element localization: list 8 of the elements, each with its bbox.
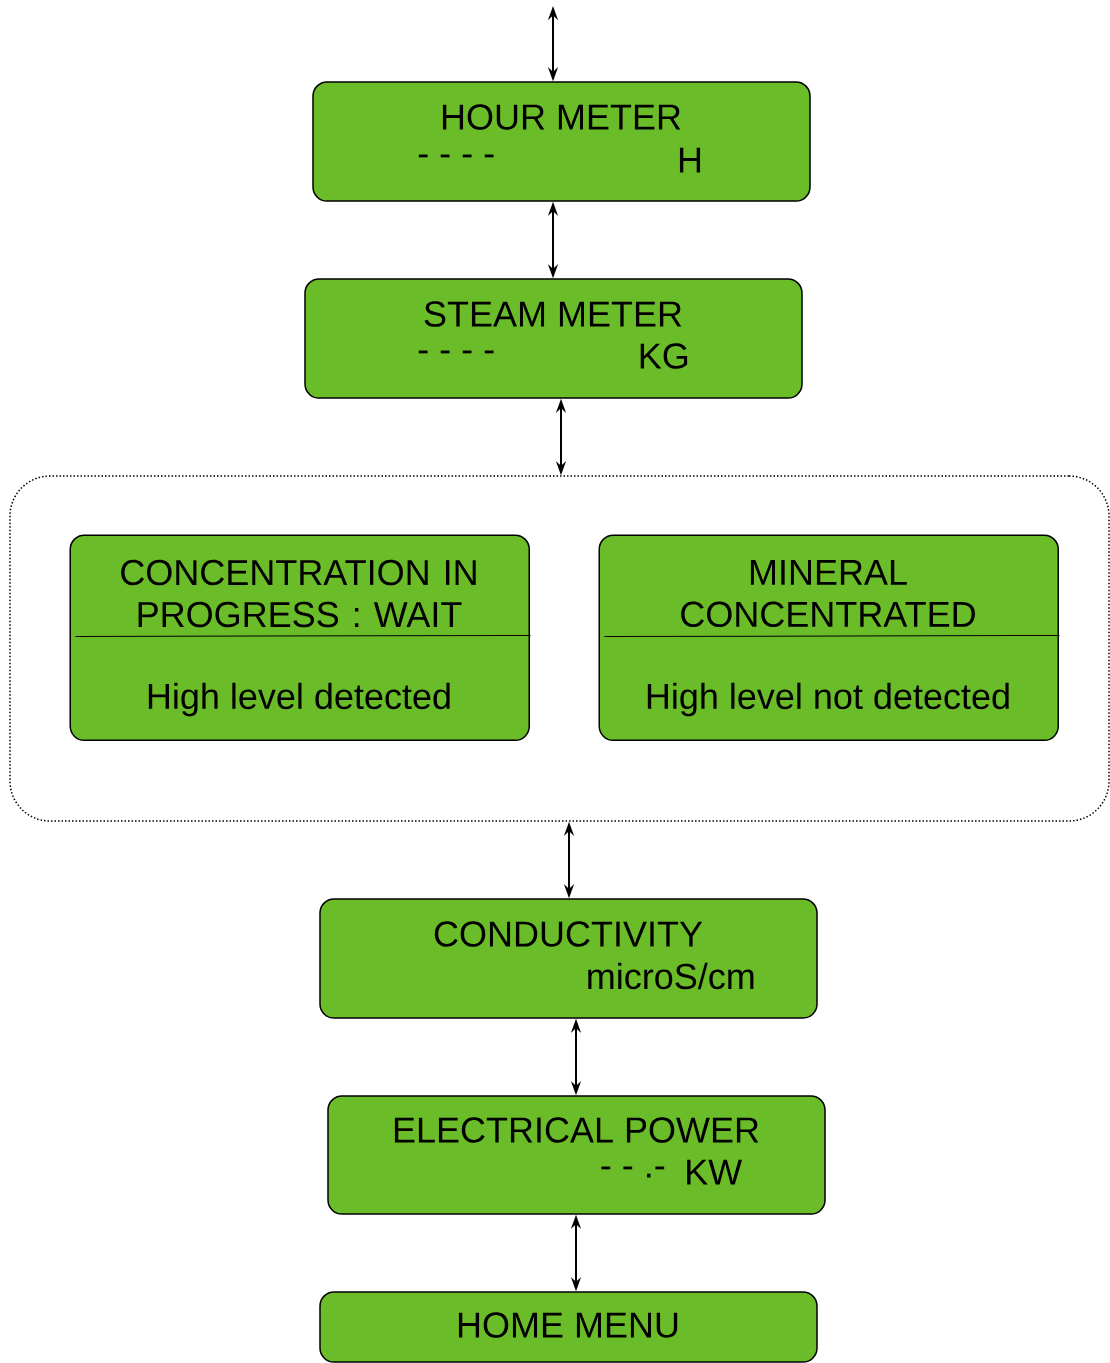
menu-box: CONDUCTIVITY microS/cm [319, 898, 818, 1019]
menu-box: HOME MENU [319, 1291, 818, 1363]
menu-box: ELECTRICAL POWER - - .- KW [327, 1095, 826, 1215]
menu-box: STEAM METER - - - - KG [304, 278, 803, 399]
group-frame [9, 475, 1110, 822]
menu-box: MINERAL CONCENTRATED High level not detected [598, 534, 1060, 741]
menu-box: HOUR METER - - - - H [312, 81, 811, 202]
menu-box: CONCENTRATION IN PROGRESS : WAIT High level detected [69, 534, 531, 741]
